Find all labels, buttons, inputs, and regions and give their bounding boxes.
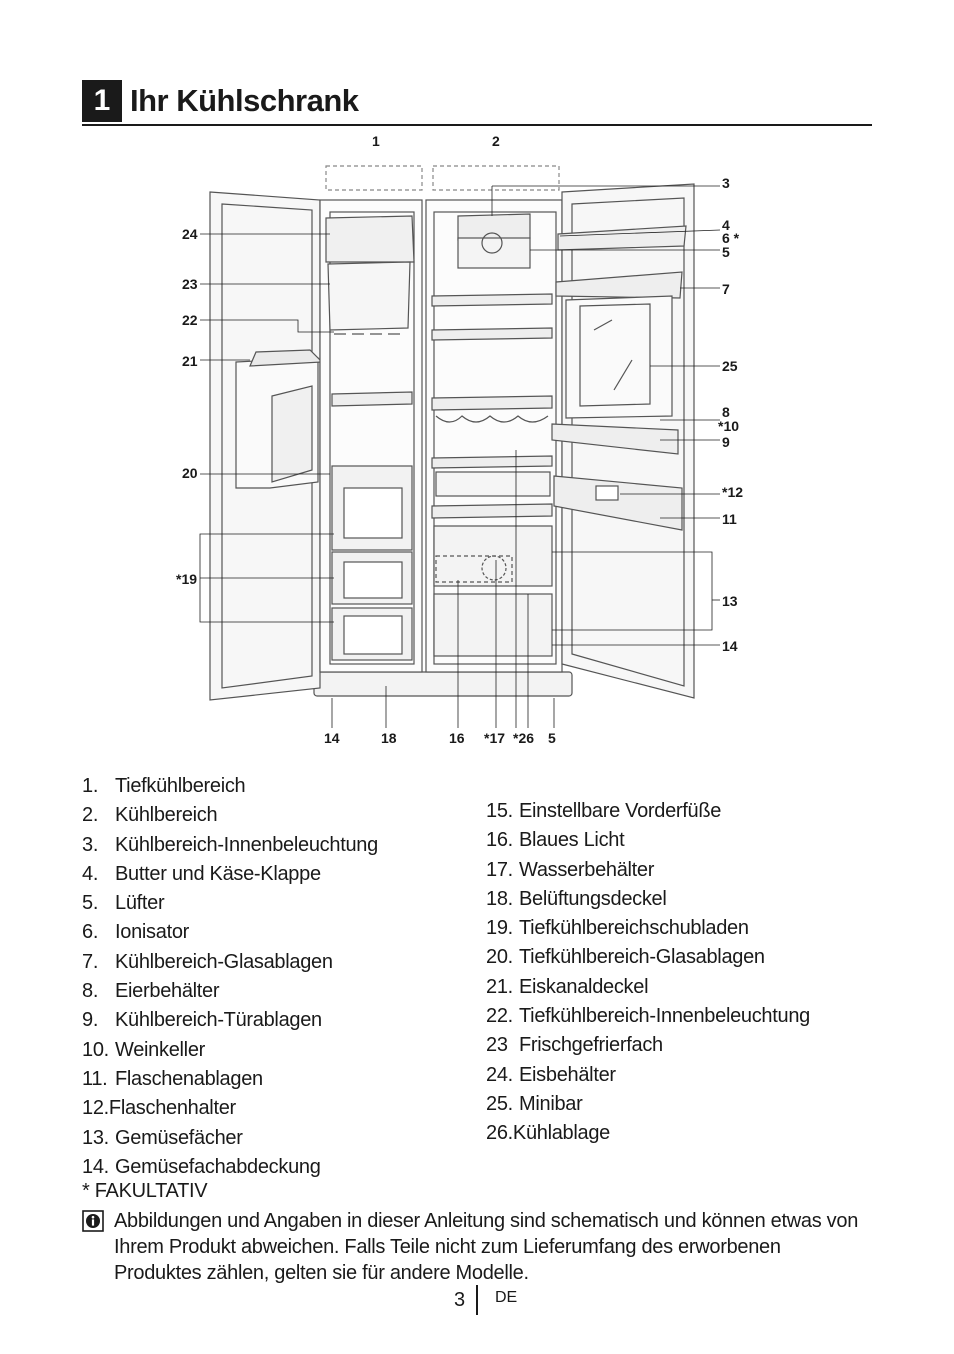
callout-bottom-26: *26 bbox=[513, 730, 534, 746]
callout-13: 13 bbox=[722, 593, 738, 609]
legend-item: 14.Gemüsefachabdeckung bbox=[82, 1153, 378, 1182]
callout-bottom-14: 14 bbox=[324, 730, 340, 746]
callout-12: *12 bbox=[722, 484, 743, 500]
section-header: 1 Ihr Kühlschrank bbox=[82, 80, 872, 126]
legend-item: 11.Flaschenablagen bbox=[82, 1065, 378, 1094]
legend-item: 22.Tiefkühlbereich-Innenbeleuchtung bbox=[486, 1002, 810, 1031]
callout-14-right: 14 bbox=[722, 638, 738, 654]
legend-item: 7.Kühlbereich-Glasablagen bbox=[82, 948, 378, 977]
callout-5: 5 bbox=[722, 244, 730, 260]
legend-item: 4.Butter und Käse-Klappe bbox=[82, 860, 378, 889]
callout-7: 7 bbox=[722, 281, 730, 297]
language-code: DE bbox=[495, 1289, 517, 1307]
callout-10: *10 bbox=[718, 418, 739, 434]
callout-9: 9 bbox=[722, 434, 730, 450]
legend-item: 12.Flaschenhalter bbox=[82, 1094, 378, 1123]
optional-footnote: * FAKULTATIV bbox=[82, 1179, 207, 1203]
callout-19: *19 bbox=[176, 571, 197, 587]
callout-1: 1 bbox=[372, 133, 380, 149]
info-note-text: Abbildungen und Angaben in dieser Anleit… bbox=[114, 1208, 864, 1286]
callout-20: 20 bbox=[182, 465, 198, 481]
legend-item: 6.Ionisator bbox=[82, 918, 378, 947]
legend-item: 13.Gemüsefächer bbox=[82, 1124, 378, 1153]
page-number: 3 bbox=[454, 1289, 465, 1312]
callout-3: 3 bbox=[722, 175, 730, 191]
legend-item: 15.Einstellbare Vorderfüße bbox=[486, 797, 810, 826]
legend-item: 9.Kühlbereich-Türablagen bbox=[82, 1006, 378, 1035]
fridge-diagram: 1 2 3 4 6 * 5 7 25 8 *10 9 *12 11 13 14 … bbox=[0, 125, 954, 765]
info-icon bbox=[82, 1210, 104, 1232]
callout-2: 2 bbox=[492, 133, 500, 149]
callout-bottom-17: *17 bbox=[484, 730, 505, 746]
callout-21: 21 bbox=[182, 353, 198, 369]
section-number: 1 bbox=[82, 80, 122, 122]
callout-bottom-5: 5 bbox=[548, 730, 556, 746]
callout-24: 24 bbox=[182, 226, 198, 242]
callout-25: 25 bbox=[722, 358, 738, 374]
legend-item: 8.Eierbehälter bbox=[82, 977, 378, 1006]
callout-22: 22 bbox=[182, 312, 198, 328]
legend-item: 25.Minibar bbox=[486, 1090, 810, 1119]
legend-item: 24.Eisbehälter bbox=[486, 1061, 810, 1090]
legend-item: 1.Tiefkühlbereich bbox=[82, 772, 378, 801]
fridge-illustration: 1 2 3 4 6 * 5 7 25 8 *10 9 *12 11 13 14 … bbox=[0, 125, 954, 765]
callout-11: 11 bbox=[722, 511, 737, 527]
legend-item: 17.Wasserbehälter bbox=[486, 856, 810, 885]
callout-bottom-16: 16 bbox=[449, 730, 465, 746]
legend-item: 5.Lüfter bbox=[82, 889, 378, 918]
legend-item: 2.Kühlbereich bbox=[82, 801, 378, 830]
legend-item: 26.Kühlablage bbox=[486, 1119, 810, 1148]
legend-item: 18.Belüftungsdeckel bbox=[486, 885, 810, 914]
legend-item: 21.Eiskanaldeckel bbox=[486, 973, 810, 1002]
legend-right-column: 15.Einstellbare Vorderfüße 16.Blaues Lic… bbox=[486, 797, 810, 1149]
footer-divider bbox=[476, 1285, 478, 1315]
legend-item: 10.Weinkeller bbox=[82, 1036, 378, 1065]
legend-item: 20.Tiefkühlbereich-Glasablagen bbox=[486, 943, 810, 972]
legend-item: 19.Tiefkühlbereichschubladen bbox=[486, 914, 810, 943]
section-title: Ihr Kühlschrank bbox=[130, 82, 359, 120]
legend-item: 3.Kühlbereich-Innenbeleuchtung bbox=[82, 831, 378, 860]
callout-bottom-18: 18 bbox=[381, 730, 397, 746]
legend-left-column: 1.Tiefkühlbereich 2.Kühlbereich 3.Kühlbe… bbox=[82, 772, 378, 1182]
callout-23: 23 bbox=[182, 276, 198, 292]
legend-item: 16.Blaues Licht bbox=[486, 826, 810, 855]
